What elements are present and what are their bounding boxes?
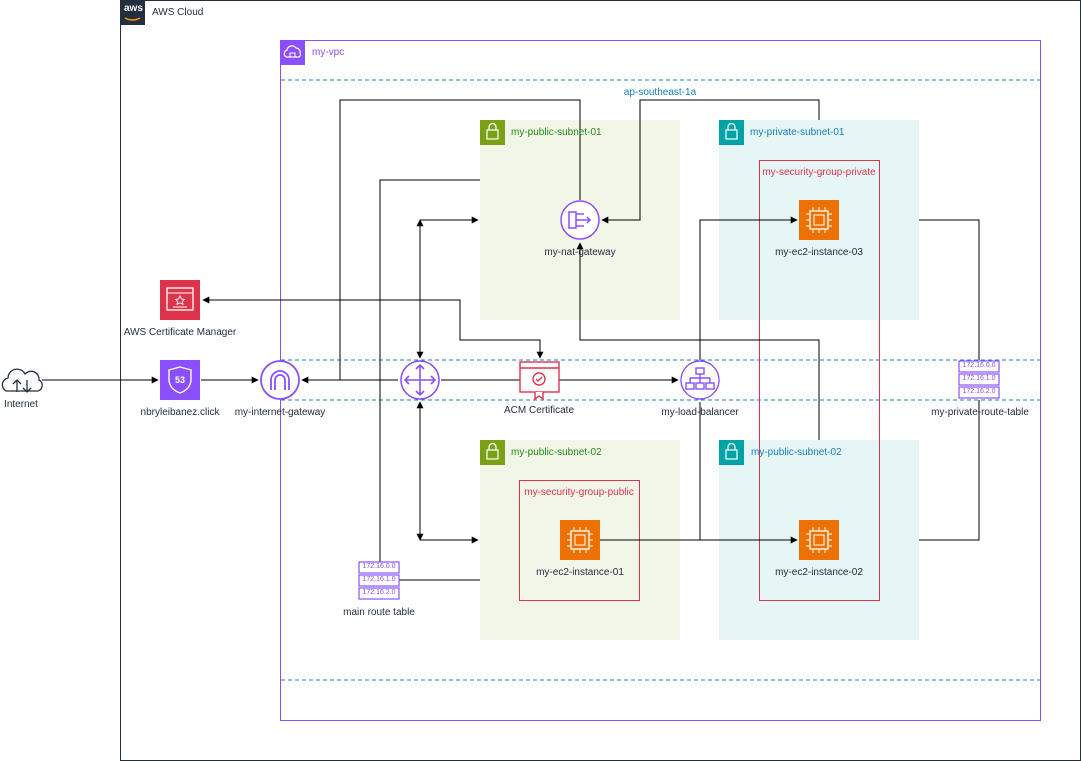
aws-logo-text: aws (124, 3, 143, 14)
public-subnet-01-label: my-public-subnet-01 (511, 127, 602, 138)
nat-gateway-label: my-nat-gateway (544, 247, 616, 258)
private-subnet-01-label: my-private-subnet-01 (750, 127, 845, 138)
public-subnet-02-right-label: my-public-subnet-02 (751, 447, 842, 458)
route-entry: 172.16.1.0 (362, 576, 396, 583)
lock-icon (719, 120, 744, 145)
security-group-public-label: my-security-group-public (524, 487, 634, 498)
ec2-instance-01-label: my-ec2-instance-01 (536, 567, 624, 578)
ec2-instance-icon (799, 200, 839, 240)
ec2-instance-icon (560, 520, 600, 560)
security-group-private-label: my-security-group-private (762, 167, 876, 178)
nat-gateway-icon (560, 200, 600, 240)
lock-icon (719, 440, 744, 465)
certificate-manager-label: AWS Certificate Manager (123, 327, 237, 338)
route-entry: 172.16.2.0 (362, 589, 396, 596)
ec2-instance-02-label: my-ec2-instance-02 (775, 567, 863, 578)
router-icon (400, 360, 440, 400)
private-route-table-icon (958, 360, 1000, 399)
security-group-private (759, 160, 880, 601)
aws-cloud-label: AWS Cloud (152, 7, 204, 18)
availability-zone-label: ap-southeast-1a (623, 87, 697, 98)
main-route-table-icon (358, 561, 400, 600)
vpc-icon (280, 40, 305, 65)
ec2-instance-icon (799, 520, 839, 560)
route53-icon (160, 360, 200, 400)
acm-certificate-icon (519, 361, 560, 401)
ec2-instance-03-label: my-ec2-instance-03 (775, 247, 863, 258)
route-entry: 172.16.2.0 (962, 388, 996, 395)
route-entry: 172.16.0.0 (362, 563, 396, 570)
main-route-table-label: main route table (343, 607, 415, 618)
internet-gateway-label: my-internet-gateway (234, 407, 326, 418)
internet-cloud-icon (1, 368, 43, 393)
route53-badge: 53 (174, 375, 186, 385)
aws-logo-icon (120, 0, 145, 25)
availability-zone-lines (281, 79, 1040, 681)
route-entry: 172.16.0.0 (962, 362, 996, 369)
lock-icon (480, 120, 505, 145)
route53-label: nbryleibanez.click (140, 407, 220, 418)
certificate-manager-icon (160, 280, 200, 320)
load-balancer-icon (680, 360, 720, 400)
internet-label: Internet (4, 399, 38, 410)
lock-icon (480, 440, 505, 465)
internet-gateway-icon (260, 360, 300, 400)
route-entry: 172.16.1.0 (962, 375, 996, 382)
private-route-table-label: my-private-route-table (931, 407, 1029, 418)
public-subnet-02-left-label: my-public-subnet-02 (511, 447, 602, 458)
vpc-label: my-vpc (312, 47, 345, 58)
acm-certificate-label: ACM Certificate (503, 405, 575, 416)
load-balancer-label: my-load-balancer (661, 407, 739, 418)
